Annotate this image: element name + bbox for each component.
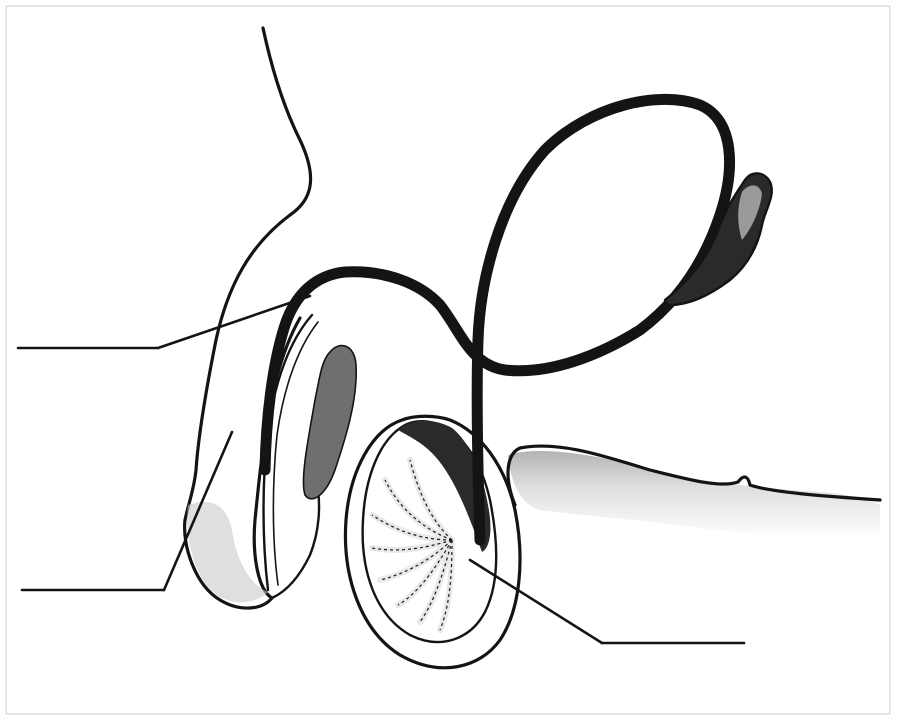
scrotum [345, 416, 520, 667]
penis-lower-contour [272, 490, 319, 598]
leader-upper-left [18, 296, 310, 348]
seminiferous-tubules [372, 460, 452, 630]
leader-lower-right [470, 560, 744, 643]
